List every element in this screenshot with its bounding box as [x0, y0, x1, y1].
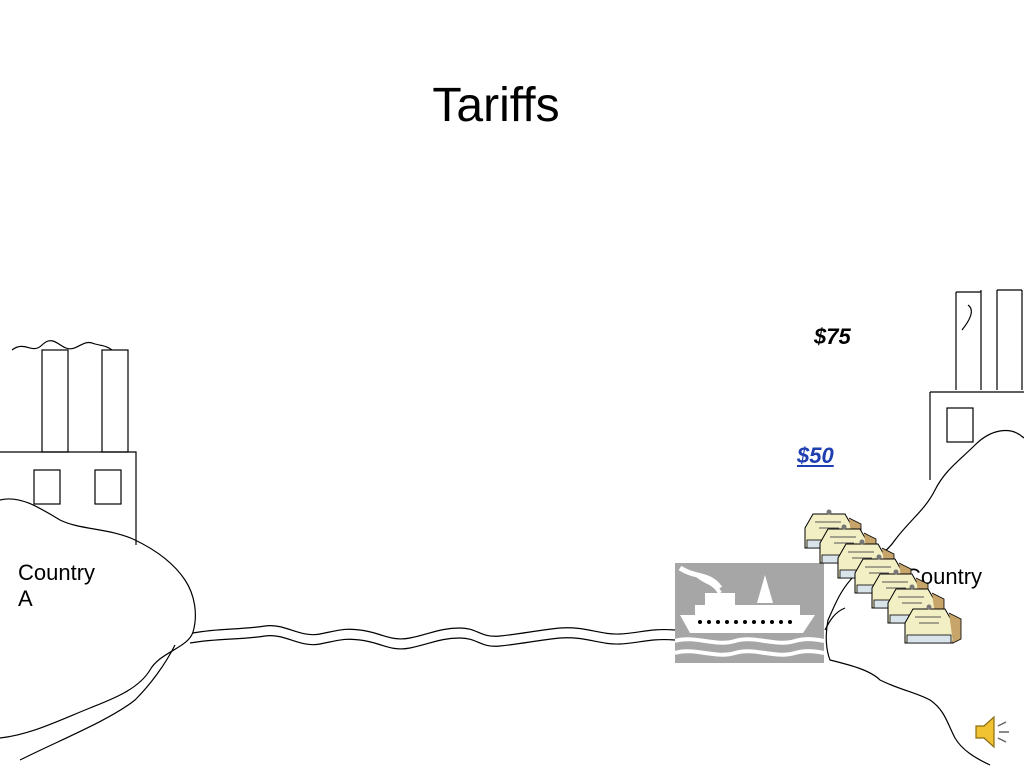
goods-stack	[804, 509, 962, 644]
country-a-label: Country A	[18, 560, 96, 611]
slide-title: Tariffs	[432, 79, 560, 132]
factory-icon	[929, 289, 1024, 480]
sewing-machine-icon	[904, 604, 962, 644]
factory-icon	[0, 340, 137, 545]
price-low-link[interactable]: $50	[797, 443, 834, 468]
price-high-label: $75	[814, 324, 851, 349]
cargo-ship-icon	[674, 563, 825, 663]
speaker-icon[interactable]	[972, 712, 1012, 752]
